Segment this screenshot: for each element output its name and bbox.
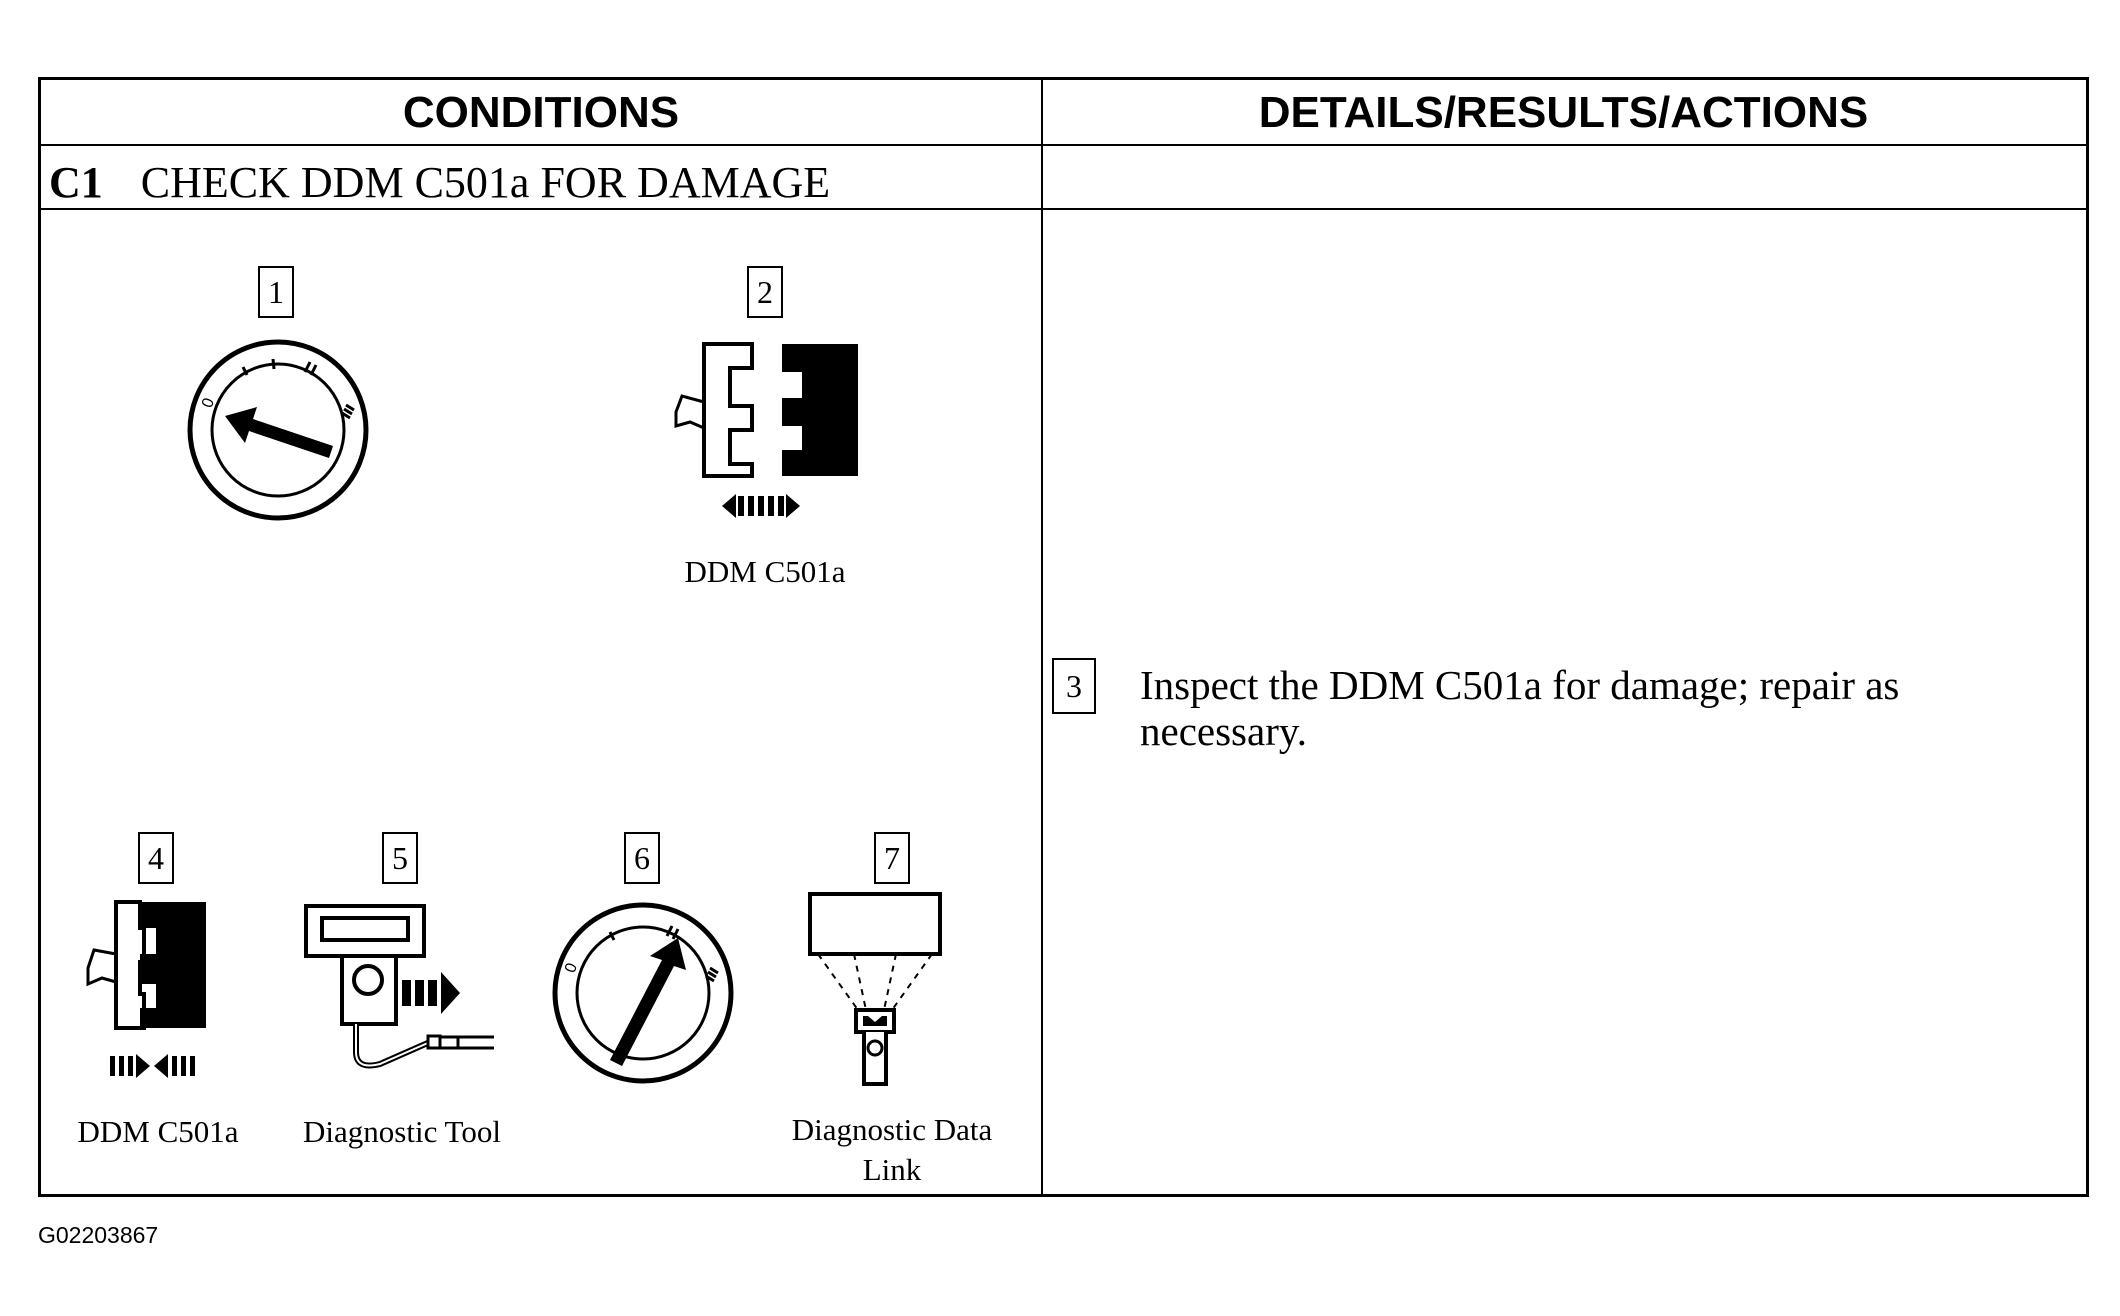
conditions-header: CONDITIONS — [402, 88, 680, 137]
procedure-table: CONDITIONS DETAILS/RESULTS/ACTIONS C1 CH… — [38, 77, 2089, 1197]
figure-number-4: 4 — [138, 832, 174, 884]
diagnostic-tool-icon — [304, 904, 494, 1069]
figure-caption-4: DDM C501a — [77, 1114, 239, 1149]
action-text: Inspect the DDM C501a for damage; repair… — [1140, 662, 1900, 754]
diagnostic-data-link-icon — [808, 892, 942, 1086]
column-divider — [1041, 80, 1043, 1194]
switch-position-label: 0 — [199, 396, 218, 410]
figure-caption-5: Diagnostic Tool — [303, 1114, 501, 1149]
figure-number-2: 2 — [747, 266, 783, 318]
connector-disconnect-icon — [674, 342, 858, 518]
step-divider — [41, 208, 2086, 210]
figure-number-1: 1 — [258, 266, 294, 318]
figure-number-6: 6 — [624, 832, 660, 884]
figure-number-7: 7 — [874, 832, 910, 884]
switch-position-label: 0 — [562, 961, 581, 975]
step-id: C1 — [49, 157, 103, 207]
figure-caption-2: DDM C501a — [684, 554, 846, 589]
ignition-switch-icon: 0 — [187, 339, 369, 521]
step-title-text: CHECK DDM C501a FOR DAMAGE — [140, 157, 831, 207]
figure-id: G02203867 — [38, 1222, 159, 1248]
step-title: C1 CHECK DDM C501a FOR DAMAGE — [49, 152, 830, 212]
ignition-switch-icon: 0 — [552, 902, 734, 1084]
figure-caption-7: Diagnostic Data Link — [791, 1112, 993, 1187]
header-divider — [41, 144, 2086, 146]
connector-connect-icon — [86, 900, 206, 1078]
action-number-3: 3 — [1052, 658, 1096, 714]
details-header: DETAILS/RESULTS/ACTIONS — [1258, 88, 1869, 137]
figure-number-5: 5 — [382, 832, 418, 884]
